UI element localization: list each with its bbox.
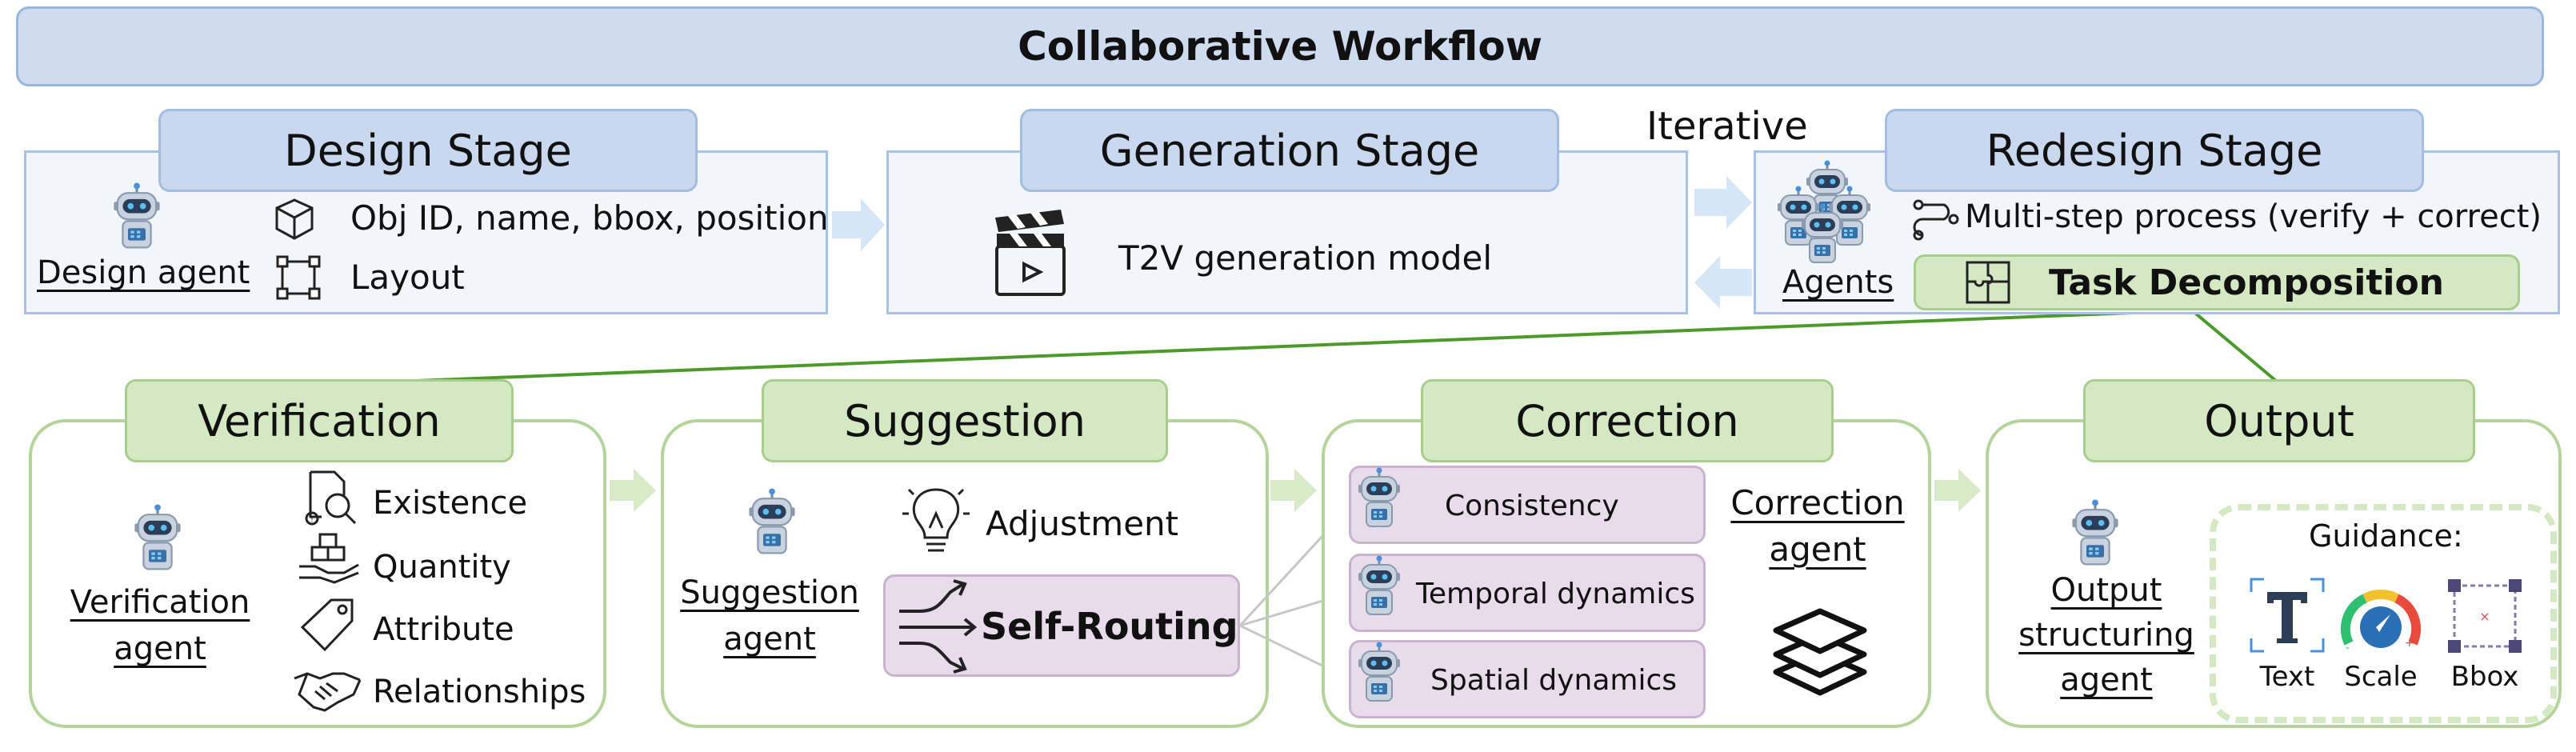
correction-item-temporal (1349, 554, 1706, 632)
output-agent-line3: agent (2060, 662, 2153, 698)
arrow-right-icon (610, 469, 656, 512)
layout-icon (276, 255, 321, 300)
boxes-hand-icon (299, 533, 359, 584)
arrow-left-icon (1694, 256, 1752, 309)
workflow-header: Collaborative Workflow (16, 6, 2544, 86)
output-title: Output (2083, 379, 2475, 462)
guidance-item-scale: Scale (2344, 661, 2418, 693)
arrow-right-icon (832, 198, 885, 251)
puzzle-icon (1966, 261, 2010, 304)
design-stage-title-text: Design Stage (284, 125, 572, 176)
svg-text:!: ! (310, 515, 314, 524)
lightbulb-icon (902, 488, 970, 552)
output-agent-label: Output structuring agent (1998, 568, 2214, 702)
self-routing-label: Self-Routing (981, 605, 1238, 648)
guidance-item-text: Text (2259, 661, 2315, 693)
robot-icon (1355, 467, 1403, 531)
workflow-title: Collaborative Workflow (1018, 23, 1542, 70)
suggestion-adjustment: Adjustment (986, 504, 1179, 543)
suggestion-agent-label: Suggestion agent (674, 570, 866, 662)
document-search-icon: ! (305, 470, 357, 526)
output-title-text: Output (2204, 395, 2354, 446)
arrow-right-icon (1934, 469, 1981, 512)
arrow-right-icon (1270, 469, 1317, 512)
correction-spatial-label: Spatial dynamics (1430, 664, 1678, 697)
output-box (1986, 419, 2562, 728)
suggestion-title: Suggestion (762, 379, 1168, 462)
guidance-box (2210, 504, 2557, 723)
robot-icon (746, 488, 798, 558)
tag-icon (300, 598, 354, 652)
verification-title-text: Verification (198, 395, 441, 446)
output-agent-line1: Output (2050, 572, 2162, 609)
suggestion-agent-line2: agent (723, 621, 816, 658)
correction-title-text: Correction (1515, 395, 1739, 446)
design-item-layout: Layout (350, 258, 465, 297)
verification-item-relationships: Relationships (373, 674, 586, 710)
design-agent-label: Design agent (37, 254, 250, 291)
verification-box (29, 419, 606, 728)
generation-stage-title-text: Generation Stage (1099, 125, 1480, 176)
text-icon (2250, 578, 2325, 653)
redesign-agents-label: Agents (1782, 264, 1894, 301)
robot-icon (1355, 555, 1403, 619)
verification-agent-line2: agent (114, 630, 206, 667)
correction-item-consistency (1349, 466, 1706, 544)
guidance-item-bbox: Bbox (2450, 661, 2519, 693)
robot-icon (131, 504, 184, 574)
output-agent-line2: structuring (2018, 617, 2194, 654)
robot-icon (110, 182, 163, 253)
verification-item-existence: Existence (373, 485, 528, 522)
arrow-right-icon (1694, 176, 1752, 229)
iterative-label: Iterative (1646, 104, 1808, 149)
verification-agent-label: Verification agent (56, 579, 264, 672)
verification-item-attribute: Attribute (373, 611, 514, 648)
redesign-process: Multi-step process (verify + correct) (1965, 198, 2542, 235)
guidance-title: Guidance: (2309, 518, 2463, 554)
svg-text:-: - (2346, 642, 2350, 654)
routing-arrows-icon (899, 579, 978, 674)
correction-consistency-label: Consistency (1445, 490, 1619, 522)
robot-icon (1798, 203, 1846, 267)
task-decomposition-box: Task Decomposition (1914, 254, 2520, 310)
robot-icon (2069, 499, 2122, 570)
svg-text:×: × (2479, 609, 2490, 624)
task-decomposition-label: Task Decomposition (2049, 262, 2444, 303)
suggestion-title-text: Suggestion (844, 395, 1086, 446)
correction-temporal-label: Temporal dynamics (1416, 578, 1695, 610)
generation-stage-title: Generation Stage (1020, 109, 1559, 192)
handshake-icon (294, 672, 362, 712)
correction-agent-line1: Correction (1730, 483, 1905, 522)
design-stage-title: Design Stage (158, 109, 698, 192)
clapperboard-icon (995, 210, 1066, 296)
correction-agent-label: Correction agent (1720, 480, 1915, 573)
verification-item-quantity: Quantity (373, 549, 511, 586)
verification-title: Verification (125, 379, 514, 462)
layers-icon (1773, 608, 1867, 696)
redesign-stage-title: Redesign Stage (1885, 109, 2424, 192)
design-item-obj-id: Obj ID, name, bbox, position (350, 198, 829, 238)
svg-text:+: + (2405, 637, 2414, 650)
correction-item-spatial (1349, 640, 1706, 718)
suggestion-agent-line1: Suggestion (680, 574, 859, 611)
robot-icon (1355, 642, 1403, 706)
generation-item: T2V generation model (1118, 238, 1493, 278)
redesign-stage-title-text: Redesign Stage (1986, 125, 2323, 176)
correction-title: Correction (1421, 379, 1834, 462)
correction-agent-line2: agent (1769, 530, 1866, 569)
cube-icon (275, 198, 314, 240)
verification-agent-line1: Verification (70, 584, 250, 621)
bbox-icon: × (2448, 579, 2522, 653)
scale-gauge-icon: + - (2340, 589, 2422, 654)
process-steps-icon (1913, 199, 1959, 241)
